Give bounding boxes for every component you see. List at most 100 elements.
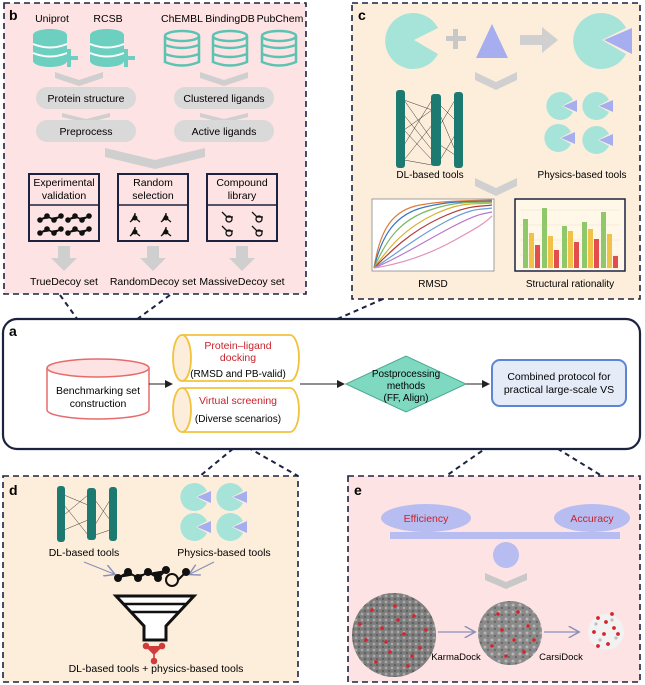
panel-e-letter: e [354, 482, 362, 498]
hit-molecule-icon [142, 642, 166, 665]
preprocess-label: Preprocess [59, 126, 112, 138]
accuracy-pan [554, 504, 630, 532]
compound-library-box: Compound library [206, 173, 278, 242]
d-dl-tools-label: DL-based tools [49, 547, 120, 559]
large-library-sphere [352, 593, 436, 677]
svg-text:construction: construction [70, 398, 127, 410]
svg-text:docking: docking [220, 352, 256, 364]
d-combined-label: DL-based tools + physics-based tools [69, 663, 244, 675]
physics-tools-label: Physics-based tools [538, 170, 627, 181]
balance-fulcrum [493, 542, 519, 568]
svg-text:practical large-scale VS: practical large-scale VS [504, 384, 614, 396]
molecule-icon [129, 213, 172, 237]
combined-protocol-node: Combined protocol for practical large-sc… [491, 359, 627, 407]
svg-text:selection: selection [132, 190, 174, 202]
preprocess-step [36, 120, 136, 142]
carsidock-label: CarsiDock [539, 652, 583, 663]
clustered-ligands-step [174, 87, 274, 109]
svg-text:Compound: Compound [216, 177, 268, 189]
structural-rationality-bars [514, 198, 626, 272]
svg-text:Protein–ligand: Protein–ligand [204, 340, 271, 352]
chevron-down-icon [105, 148, 205, 169]
source-bindingdb: BindingDB [205, 13, 255, 25]
experimental-validation-box: Experimental validation [28, 173, 100, 242]
rmsd-label: RMSD [418, 279, 447, 290]
panel-b-letter: b [9, 7, 18, 23]
funnel-icon [112, 594, 198, 642]
svg-text:Postprocessing: Postprocessing [372, 369, 440, 380]
ligand-triangle-icon [476, 24, 508, 58]
connector-e [445, 424, 520, 477]
svg-text:validation: validation [42, 190, 87, 202]
source-chembl: ChEMBL [161, 13, 203, 25]
benchmarking-set-node: Benchmarking set construction [46, 358, 150, 420]
connector-e2 [518, 424, 603, 477]
arrow-down-icon [140, 246, 166, 271]
panel-e: e Efficiency Accuracy [347, 475, 641, 683]
clustered-ligands-label: Clustered ligands [183, 93, 264, 105]
svg-text:Benchmarking set: Benchmarking set [56, 385, 140, 397]
source-rcsb: RCSB [93, 13, 122, 25]
chevron-down-icon [55, 72, 103, 86]
database-icon [211, 29, 249, 67]
protein-structure-label: Protein structure [47, 93, 124, 105]
protein-ligand-complex-icon [573, 13, 626, 69]
source-pubchem: PubChem [257, 13, 304, 25]
protein-ligand-docking-node: Protein–ligand docking (RMSD and PB-vali… [172, 334, 300, 382]
svg-text:(Diverse scenarios): (Diverse scenarios) [195, 414, 281, 425]
small-hits-sphere [588, 612, 624, 650]
svg-text:Combined protocol for: Combined protocol for [507, 371, 611, 383]
massivedecoy-label: MassiveDecoy set [199, 276, 284, 288]
source-uniprot: Uniprot [35, 13, 69, 25]
svg-text:library: library [228, 190, 257, 202]
rmsd-curve-plot [371, 198, 495, 272]
active-ligands-label: Active ligands [192, 126, 257, 138]
virtual-screening-node: Virtual screening (Diverse scenarios) [172, 387, 300, 433]
dl-tools-label: DL-based tools [396, 170, 463, 181]
panel-d-letter: d [9, 482, 18, 498]
arrow-right-icon [520, 27, 558, 53]
molecule-icon [37, 213, 92, 236]
svg-text:(FF, Align): (FF, Align) [383, 393, 428, 404]
database-icon [260, 29, 298, 67]
karmadock-label: KarmaDock [431, 652, 481, 663]
svg-text:(RMSD and PB-valid): (RMSD and PB-valid) [190, 369, 286, 380]
chevron-down-icon [475, 72, 517, 90]
efficiency-label: Efficiency [404, 513, 449, 525]
structural-rationality-label: Structural rationality [526, 279, 614, 290]
database-plus-icon [89, 29, 135, 67]
molecule-icon [221, 211, 263, 237]
random-selection-box: Random selection [117, 173, 189, 242]
medium-library-sphere [478, 601, 542, 665]
panel-a-letter: a [9, 323, 17, 339]
svg-text:Virtual screening: Virtual screening [199, 395, 277, 407]
panel-d: d DL-based tools Physics-based tools [2, 475, 299, 683]
molecule-icon [114, 566, 190, 587]
balance-beam [390, 532, 620, 539]
database-plus-icon [32, 29, 78, 67]
truedecoy-label: TrueDecoy set [30, 276, 98, 288]
neural-network-icon [57, 486, 117, 542]
panel-a: a Benchmarking set construction Protein–… [1, 317, 642, 451]
neural-network-icon [396, 90, 463, 168]
chevron-down-icon [200, 72, 248, 86]
arrow-down-icon [229, 246, 255, 271]
physics-tools-icon [544, 92, 613, 154]
svg-text:Experimental: Experimental [33, 177, 94, 189]
database-icon [163, 29, 201, 67]
panel-c: c DL-based tools Physics-based tools [351, 2, 641, 300]
d-physics-tools-label: Physics-based tools [177, 547, 270, 559]
physics-tools-icon [180, 483, 247, 542]
panel-c-letter: c [358, 7, 366, 23]
chevron-down-icon [485, 573, 527, 589]
svg-text:methods: methods [387, 381, 425, 392]
accuracy-label: Accuracy [570, 513, 614, 525]
efficiency-pan [381, 504, 471, 532]
arrow-down-icon [51, 246, 77, 271]
active-ligands-step [174, 120, 274, 142]
chevron-down-icon [475, 178, 517, 196]
svg-text:Random: Random [133, 177, 173, 189]
randomdecoy-label: RandomDecoy set [110, 276, 196, 288]
panel-b: b Uniprot RCSB ChEMBL BindingDB PubChem [3, 2, 307, 295]
